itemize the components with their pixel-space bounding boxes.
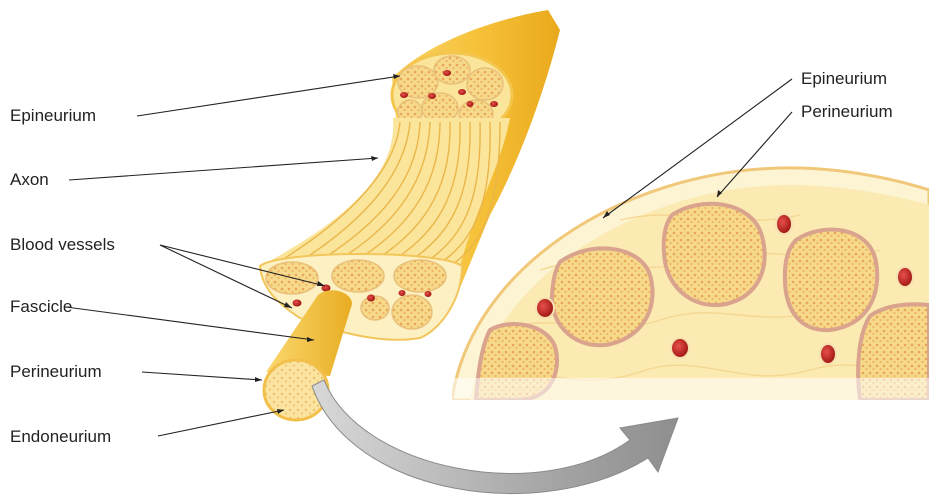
label-perineurium: Perineurium <box>10 363 102 380</box>
leader-epineurium <box>137 76 400 116</box>
leader-axon <box>69 158 378 180</box>
leader-perineurium <box>142 372 262 380</box>
leader-fascicle <box>66 307 314 340</box>
magnified-cross-section <box>452 168 929 402</box>
leader-endoneurium <box>158 410 284 436</box>
label-fascicle: Fascicle <box>10 298 72 315</box>
label-blood-vessels: Blood vessels <box>10 236 115 253</box>
label-endoneurium: Endoneurium <box>10 428 111 445</box>
label-axon: Axon <box>10 171 49 188</box>
label-epineurium: Epineurium <box>10 107 96 124</box>
label-epineurium-right: Epineurium <box>801 70 887 87</box>
label-perineurium-right: Perineurium <box>801 103 893 120</box>
